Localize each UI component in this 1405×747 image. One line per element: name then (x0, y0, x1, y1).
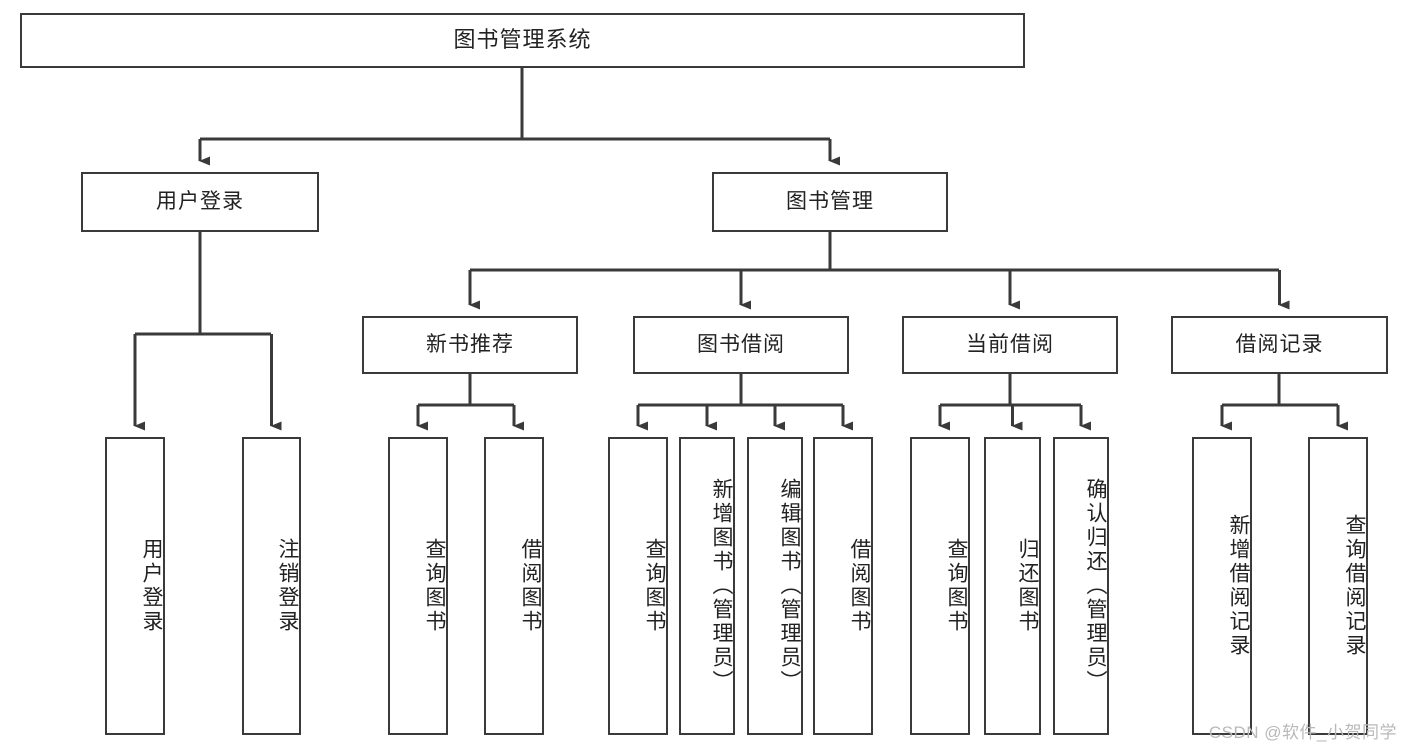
node-leaf-query-book-2-label: 查询图书 (643, 538, 666, 634)
node-leaf-user-login-label: 用户登录 (140, 538, 163, 634)
node-leaf-logout-label: 注销登录 (276, 538, 299, 634)
node-leaf-query-record-label: 查询借阅记录 (1343, 514, 1366, 658)
node-book-management-label: 图书管理 (786, 190, 874, 214)
node-leaf-query-record[interactable]: 查询借阅记录 (1308, 437, 1368, 735)
node-leaf-add-book-label: 新增图书（管理员） (710, 478, 733, 694)
node-leaf-borrow-book-2[interactable]: 借阅图书 (813, 437, 873, 735)
node-leaf-confirm-return[interactable]: 确认归还（管理员） (1053, 437, 1109, 735)
node-leaf-return-book-label: 归还图书 (1016, 538, 1039, 634)
node-leaf-edit-book-label: 编辑图书（管理员） (778, 478, 801, 694)
node-user-login[interactable]: 用户登录 (81, 172, 319, 232)
watermark: CSDN @软件_小贺同学 (1208, 723, 1397, 742)
node-leaf-logout[interactable]: 注销登录 (242, 437, 301, 735)
node-leaf-user-login[interactable]: 用户登录 (105, 437, 165, 735)
node-user-login-label: 用户登录 (156, 190, 244, 214)
node-book-borrow-label: 图书借阅 (697, 333, 785, 357)
node-leaf-query-book-2[interactable]: 查询图书 (608, 437, 668, 735)
node-leaf-borrow-book-2-label: 借阅图书 (848, 538, 871, 634)
node-current-borrow[interactable]: 当前借阅 (902, 316, 1118, 374)
node-new-book-recommend[interactable]: 新书推荐 (362, 316, 578, 374)
node-leaf-borrow-book-1[interactable]: 借阅图书 (484, 437, 544, 735)
node-leaf-edit-book[interactable]: 编辑图书（管理员） (747, 437, 803, 735)
node-leaf-query-book-3-label: 查询图书 (945, 538, 968, 634)
node-leaf-query-book-3[interactable]: 查询图书 (910, 437, 970, 735)
node-borrow-record-label: 借阅记录 (1235, 333, 1324, 357)
node-leaf-add-book[interactable]: 新增图书（管理员） (679, 437, 735, 735)
node-current-borrow-label: 当前借阅 (966, 333, 1054, 357)
node-leaf-query-book-1-label: 查询图书 (423, 538, 446, 634)
node-root-label: 图书管理系统 (453, 27, 592, 53)
node-new-book-recommend-label: 新书推荐 (426, 333, 514, 357)
node-root[interactable]: 图书管理系统 (20, 13, 1025, 68)
node-book-management[interactable]: 图书管理 (712, 172, 948, 232)
node-leaf-query-book-1[interactable]: 查询图书 (388, 437, 448, 735)
node-leaf-return-book[interactable]: 归还图书 (984, 437, 1041, 735)
node-leaf-add-record[interactable]: 新增借阅记录 (1192, 437, 1252, 735)
node-leaf-confirm-return-label: 确认归还（管理员） (1084, 478, 1107, 694)
node-leaf-borrow-book-1-label: 借阅图书 (519, 538, 542, 634)
node-leaf-add-record-label: 新增借阅记录 (1227, 514, 1250, 658)
node-book-borrow[interactable]: 图书借阅 (633, 316, 849, 374)
node-borrow-record[interactable]: 借阅记录 (1171, 316, 1388, 374)
